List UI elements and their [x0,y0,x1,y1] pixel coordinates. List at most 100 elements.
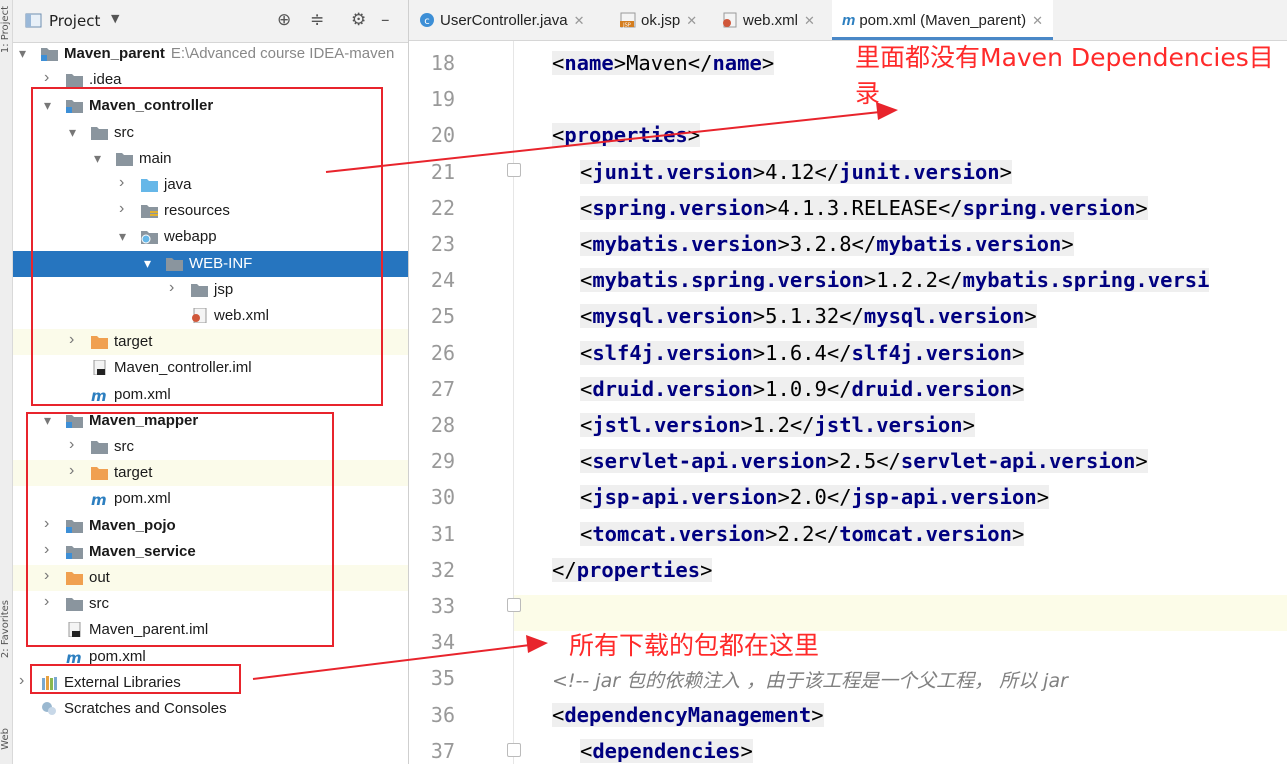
xml-tag-name: servlet-api.version [592,449,827,474]
tree-item[interactable]: ▾ main [13,146,408,172]
collapse-all-icon[interactable]: ≑ [310,10,325,30]
tree-item-name: Maven_controller [89,97,214,115]
xml-tag-name: properties [576,557,701,582]
bracket: > [740,738,753,763]
xml-value: 4.1.3.RELEASE [777,195,938,220]
bracket: > [1012,340,1025,365]
close-icon[interactable]: ✕ [686,13,698,28]
bracket: > [1036,485,1050,510]
folder-web-icon [141,229,158,245]
maven-file-icon: m [91,386,107,405]
tree-item[interactable]: ›External Libraries [13,670,408,696]
bracket: </ [839,304,864,329]
line-number: 19 [430,87,455,112]
close-icon[interactable]: ✕ [804,13,815,28]
tree-item[interactable]: ›Maven_pojo [13,513,408,539]
chevron-right-icon[interactable]: › [44,567,50,584]
tree-item[interactable]: ›Maven_service [13,539,408,565]
tree-item[interactable]: ▾src [13,120,408,146]
chevron-right-icon[interactable]: › [169,278,175,296]
line-number: 20 [430,123,455,148]
folder-icon [91,125,108,140]
tree-item[interactable]: ›out [13,565,408,591]
annotation-box-mapper [26,412,334,647]
bracket: > [1012,376,1025,401]
xml-value: 2.2 [777,521,815,546]
code-line: <dependencies> [580,738,753,763]
folder-icon [116,151,133,166]
bracket: > [765,521,778,546]
chevron-down-icon[interactable]: ▼ [111,12,120,25]
tree-item[interactable]: Maven_controller.iml [13,355,408,381]
bracket: < [580,232,593,256]
close-icon[interactable]: ✕ [1032,13,1043,28]
tree-item[interactable]: ›.idea [13,67,408,93]
tree-item[interactable]: ▾webapp [13,224,408,250]
tree-item-label: WEB-INF [189,255,252,272]
xml-tag-name: jstl.version [814,413,963,437]
close-icon[interactable]: ✕ [573,13,585,28]
fold-marker-icon[interactable] [507,163,521,178]
hide-panel-icon[interactable]: – [381,10,390,30]
chevron-down-icon[interactable]: ▾ [19,45,27,61]
chevron-right-icon[interactable]: › [44,69,50,87]
bracket: < [580,376,593,401]
code-content: <tomcat.version>2.2</tomcat.version> [580,521,1025,546]
chevron-right-icon[interactable]: › [44,593,50,611]
tree-item[interactable]: web.xml [13,303,408,329]
tree-item[interactable]: ›target [13,460,408,487]
chevron-right-icon[interactable]: › [44,514,50,532]
tree-item[interactable]: Scratches and Consoles [13,696,408,722]
code-content: </properties> [552,557,713,582]
chevron-down-icon[interactable]: ▾ [94,149,102,166]
tree-item[interactable]: ›src [13,434,408,460]
tree-item[interactable]: ›java [13,172,408,198]
tree-item[interactable]: ›target [13,329,408,356]
tree-item-label: main [139,150,172,167]
tree-item-label: pom.xml [89,648,146,665]
project-panel-title[interactable]: Project [49,12,101,30]
tab-web-xml[interactable]: web.xml✕ [722,0,815,40]
xml-tag-name: mysql.version [592,304,753,329]
line-number: 34 [430,630,455,655]
chevron-right-icon[interactable]: › [119,200,125,218]
chevron-right-icon[interactable]: › [69,331,75,349]
chevron-down-icon[interactable]: ▾ [69,123,77,140]
tree-item[interactable]: ›src [13,591,408,617]
chevron-right-icon[interactable]: › [69,436,75,453]
tree-item[interactable]: Maven_parent.iml [13,617,408,643]
fold-marker-icon[interactable] [507,597,521,612]
bracket: > [752,159,766,184]
chevron-down-icon[interactable]: ▾ [44,411,52,428]
gear-icon[interactable]: ⚙ [351,10,367,30]
chevron-right-icon[interactable]: › [19,671,25,689]
locate-icon[interactable]: ⊕ [277,10,292,30]
tree-item[interactable]: ▾ Maven_controller [13,93,408,119]
chevron-right-icon[interactable]: › [69,462,75,480]
chevron-down-icon[interactable]: ▾ [144,254,152,271]
bracket: </ [876,449,901,474]
bracket: > [1012,521,1025,546]
chevron-right-icon[interactable]: › [44,540,50,558]
bracket: > [777,232,790,256]
chevron-down-icon[interactable]: ▾ [44,97,52,114]
tree-item[interactable]: ▾ WEB-INF [13,250,408,277]
chevron-down-icon[interactable]: ▾ [119,228,127,245]
tree-item[interactable]: ▾Maven_mapper [13,408,408,434]
tree-item[interactable]: ›jsp [13,277,408,303]
fold-marker-icon[interactable] [507,742,521,757]
chevron-right-icon[interactable]: › [119,174,125,191]
xml-value: 1.2 [752,413,790,437]
annotation-arrow-line [252,644,531,680]
tree-item[interactable]: ›resources [13,198,408,224]
code-content: <dependencies> [580,738,753,763]
